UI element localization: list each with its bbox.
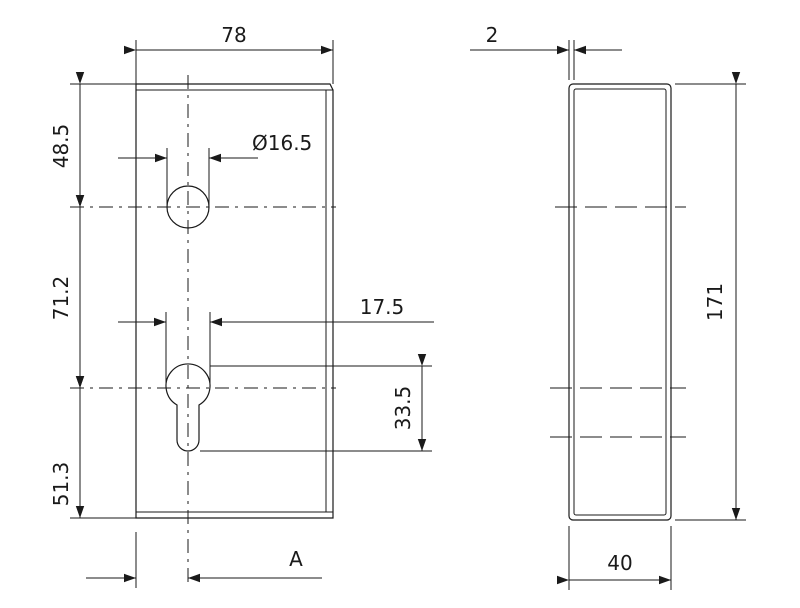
width-dimension: 78	[124, 23, 334, 84]
side-profile-outline	[568, 83, 672, 521]
cylinder-width-dimension: 17.5	[118, 295, 434, 388]
hole-diameter-dimension: Ø16.5	[118, 131, 312, 207]
hole-spacing-label: 71.2	[49, 276, 73, 321]
cylinder-length-dimension: 33.5	[200, 354, 432, 452]
cylinder-width-label: 17.5	[360, 295, 405, 319]
section-label: A	[289, 547, 303, 571]
wall-thickness-label: 2	[486, 23, 499, 47]
height-label: 171	[703, 283, 727, 321]
width-label: 78	[221, 23, 246, 47]
section-a-marker: A	[86, 532, 322, 588]
hole-diameter-label: Ø16.5	[252, 131, 312, 155]
side-view: 2 171 40	[470, 23, 746, 590]
front-view: 78 48.5 71.2 51.3 Ø16.5 17.5	[49, 23, 434, 588]
cylinder-length-label: 33.5	[391, 386, 415, 431]
top-to-hole-label: 48.5	[49, 124, 73, 169]
front-plate-outline	[135, 83, 334, 519]
left-chain-dimensions: 48.5 71.2 51.3	[49, 72, 136, 519]
wall-thickness-dimension: 2	[470, 23, 622, 80]
depth-label: 40	[607, 551, 632, 575]
depth-dimension: 40	[557, 526, 672, 590]
height-dimension: 171	[675, 72, 746, 521]
bottom-distance-label: 51.3	[49, 462, 73, 507]
